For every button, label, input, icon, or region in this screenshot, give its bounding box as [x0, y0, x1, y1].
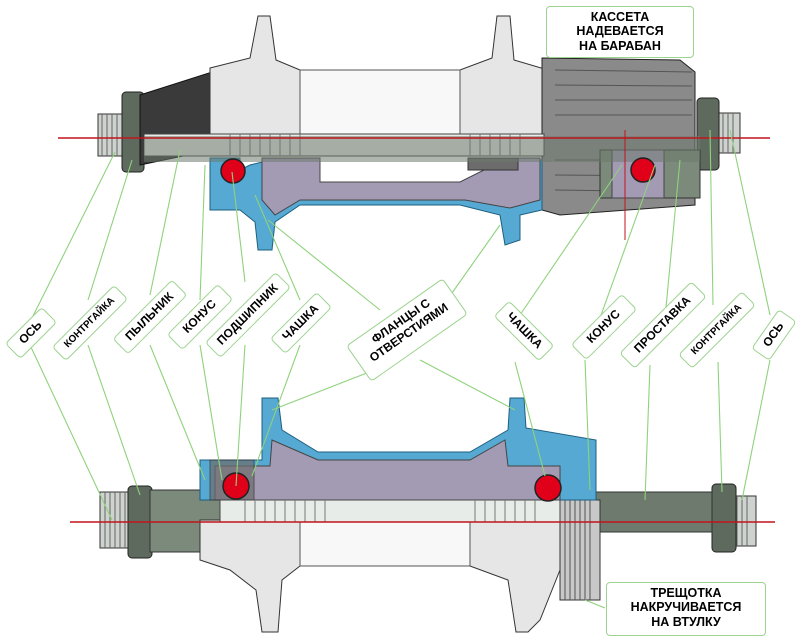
freewheel-label-line1: ТРЕЩОТКА: [650, 586, 722, 600]
cassette-label: КАССЕТА НАДЕВАЕТСЯ НА БАРАБАН: [546, 6, 694, 58]
freewheel-label: ТРЕЩОТКА НАКРУЧИВАЕТСЯ НА ВТУЛКУ: [606, 582, 766, 636]
freewheel-label-line3: НА ВТУЛКУ: [651, 614, 721, 629]
cassette-label-line1: КАССЕТА: [590, 10, 650, 24]
freewheel-label-line2: НАКРУЧИВАЕТСЯ: [630, 600, 742, 615]
cassette-label-line3: НА БАРАБАН: [579, 38, 661, 53]
cassette-hub-illustration: [58, 15, 770, 251]
freewheel-hub-illustration: [70, 397, 775, 633]
cassette-label-line2: НАДЕВАЕТСЯ: [576, 24, 664, 39]
leader-lines: [29, 129, 771, 609]
